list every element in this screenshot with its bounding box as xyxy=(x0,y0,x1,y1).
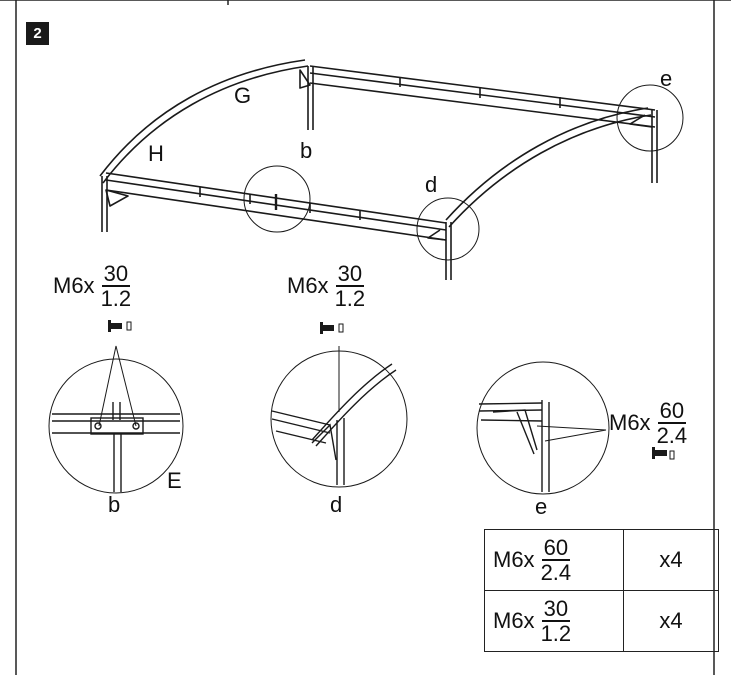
screw-length: 30 xyxy=(101,261,131,288)
screw-icon xyxy=(652,447,675,460)
screw-length: 60 xyxy=(541,534,571,561)
detail-label-e: e xyxy=(535,494,548,519)
screw-thickness: 1.2 xyxy=(540,621,572,646)
screw-prefix: M6x xyxy=(53,273,95,299)
label-G: G xyxy=(234,83,252,108)
step-number-badge: 2 xyxy=(26,22,49,45)
screw-prefix: M6x xyxy=(493,547,535,572)
screw-length: 30 xyxy=(335,261,365,288)
posts xyxy=(101,66,658,280)
label-H: H xyxy=(148,141,164,166)
table-cell-qty: x4 xyxy=(623,529,719,591)
detail-label-d: d xyxy=(330,492,343,517)
overview-frame-drawing xyxy=(99,59,684,280)
label-d: d xyxy=(425,172,438,197)
screw-prefix: M6x xyxy=(493,608,535,633)
label-b: b xyxy=(300,138,313,163)
screw-thickness: 1.2 xyxy=(100,286,132,312)
detail-circle-e xyxy=(616,84,684,152)
detail-d-drawing xyxy=(270,346,408,488)
table-cell-qty: x4 xyxy=(623,590,719,652)
detail-circle-b xyxy=(243,165,311,233)
screw-prefix: M6x xyxy=(287,273,329,299)
detail-part-label-E: E xyxy=(167,468,182,493)
label-e: e xyxy=(660,66,673,91)
screw-thickness: 1.2 xyxy=(334,286,366,312)
screw-length: 30 xyxy=(541,595,571,622)
screw-icon xyxy=(108,320,132,332)
detail-label-b: b xyxy=(108,492,121,517)
detail-b-drawing xyxy=(48,345,184,494)
screw-thickness: 2.4 xyxy=(540,560,572,585)
screw-prefix: M6x xyxy=(609,410,651,436)
arch-rail-left xyxy=(99,59,309,184)
screw-length: 60 xyxy=(657,398,687,425)
arch-rail-right xyxy=(445,107,652,228)
screw-icon xyxy=(320,322,344,334)
screw-thickness: 2.4 xyxy=(656,423,688,449)
detail-e-drawing xyxy=(476,361,610,495)
detail-circle-d xyxy=(416,197,480,261)
